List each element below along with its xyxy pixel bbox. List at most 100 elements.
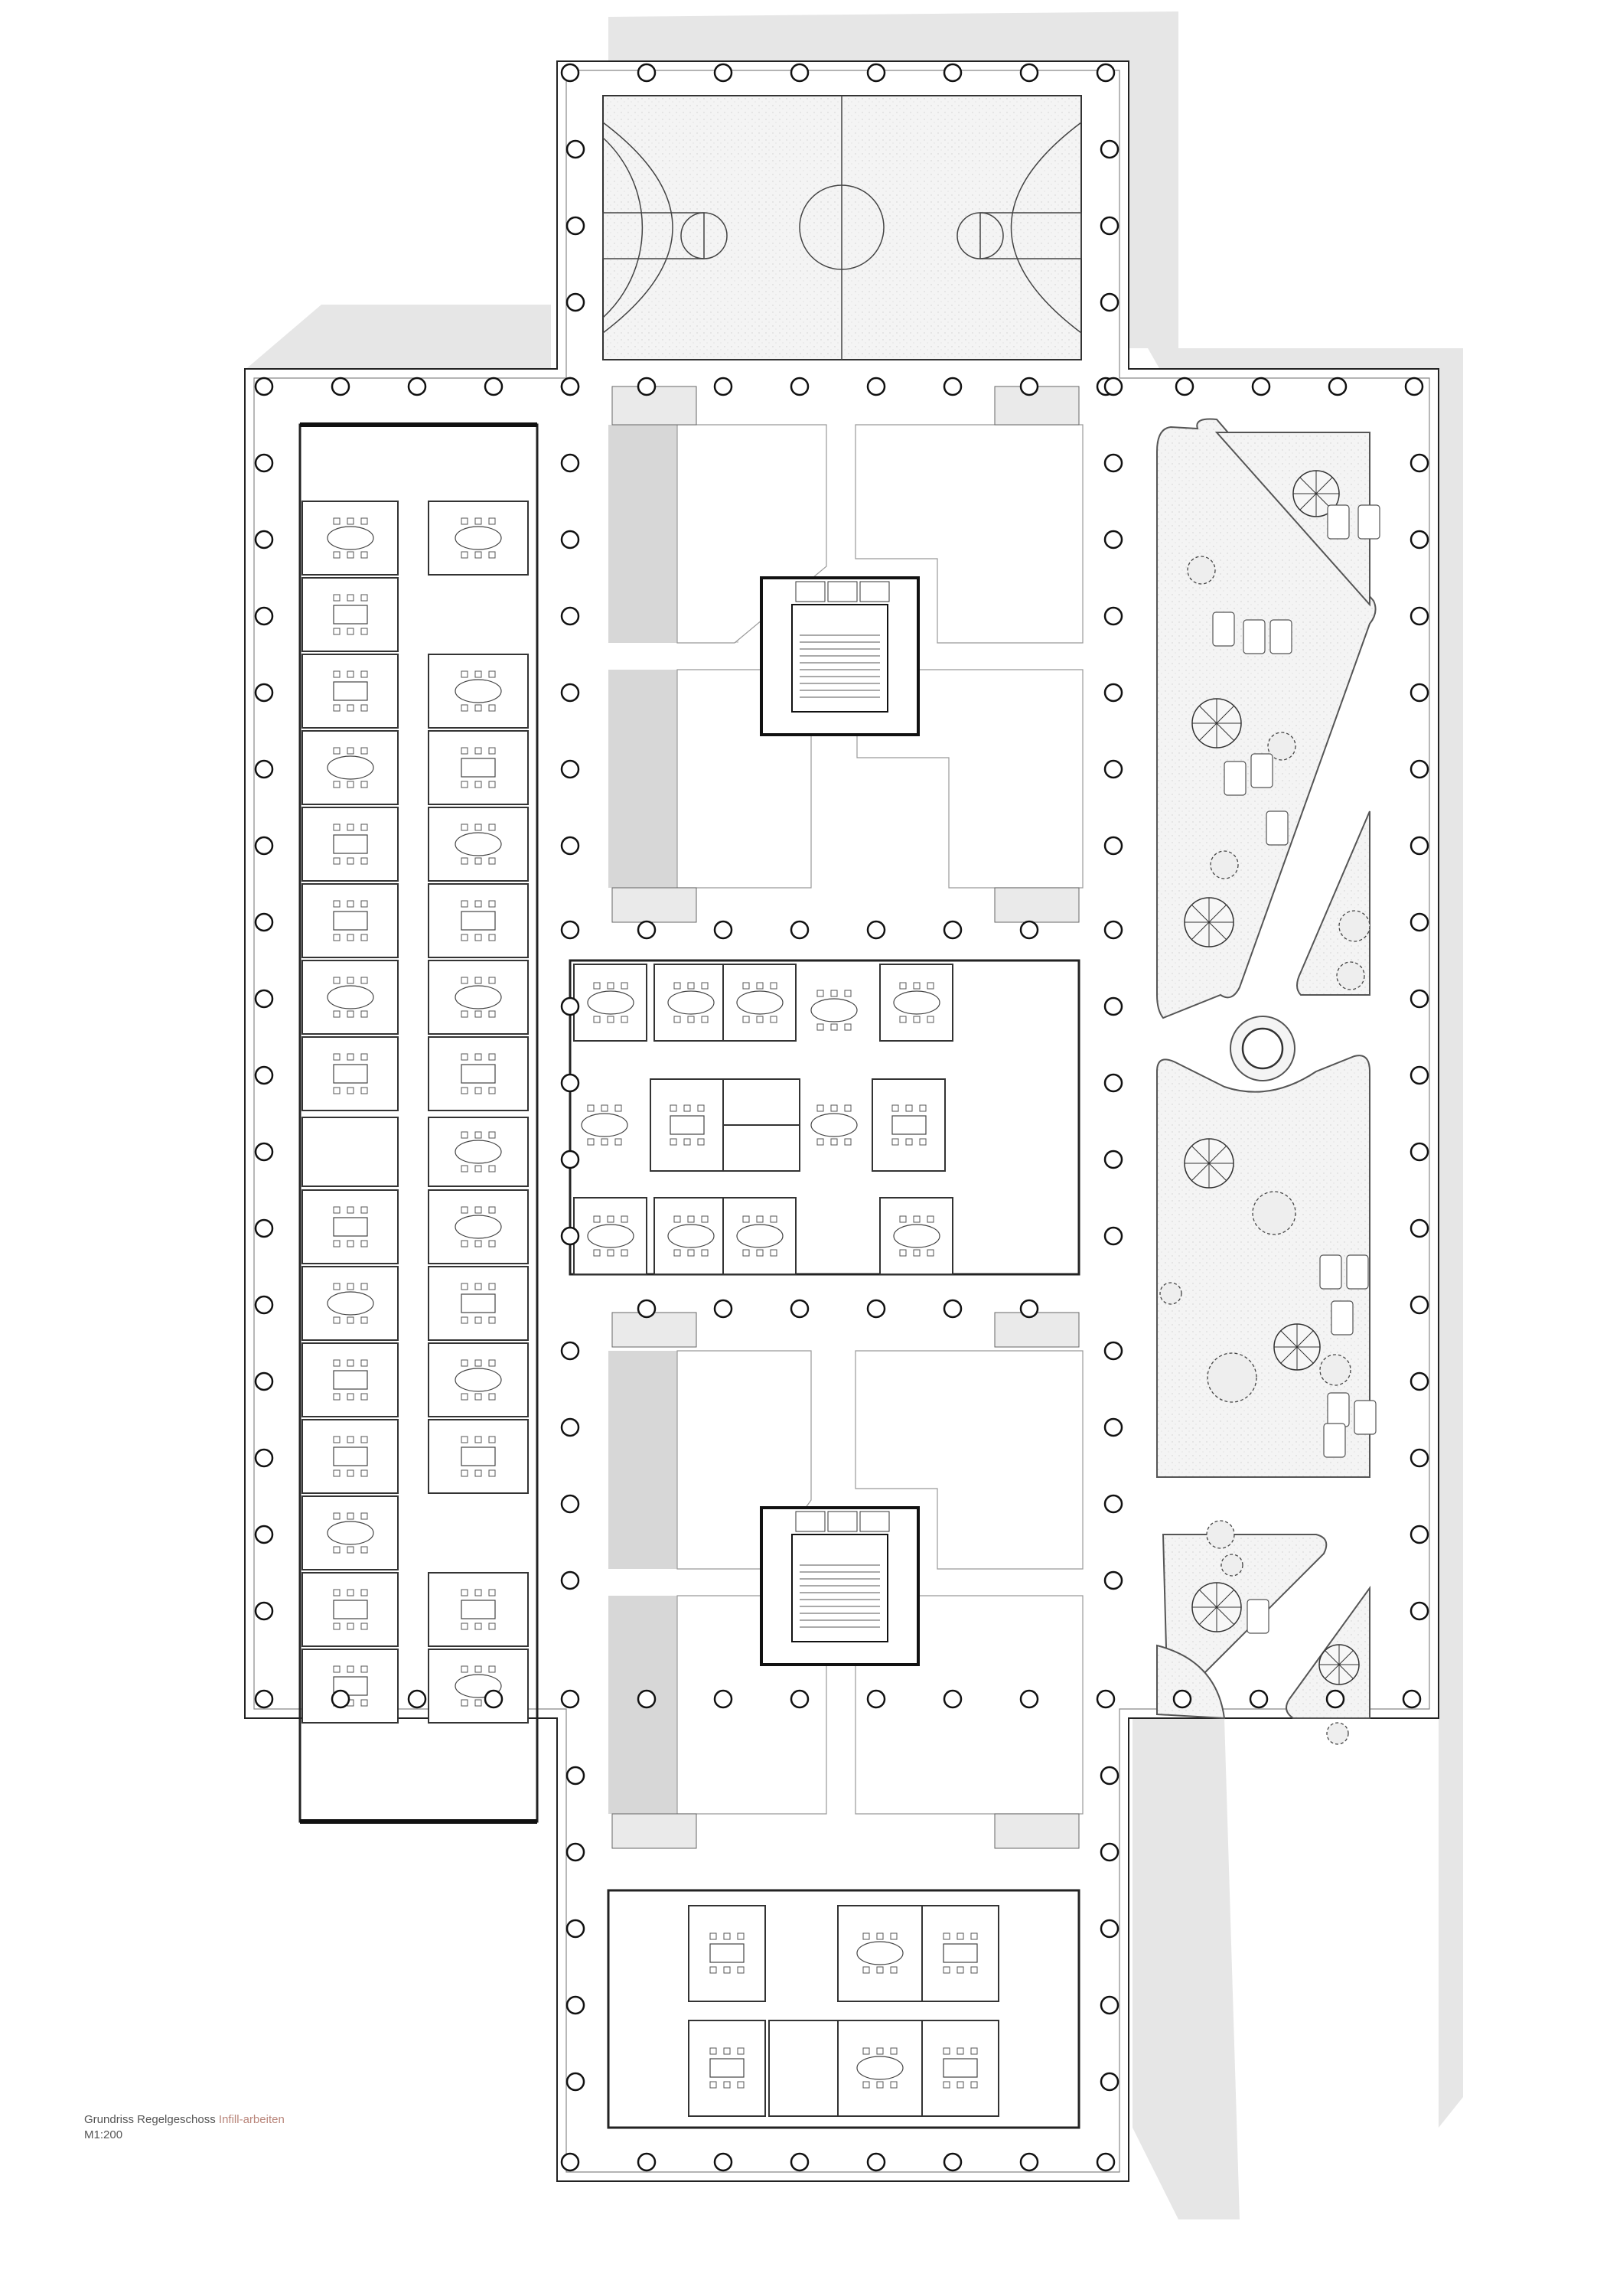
chair: [899, 1215, 907, 1223]
chair: [461, 900, 468, 908]
chair: [347, 670, 354, 678]
chair: [347, 1393, 354, 1401]
table: [455, 1140, 502, 1164]
office-room: [301, 1419, 399, 1494]
column: [560, 1417, 580, 1437]
chair: [970, 1966, 978, 1974]
chair: [687, 1215, 695, 1223]
elevator: [859, 1511, 890, 1532]
chair: [333, 704, 341, 712]
garden-furniture: [1159, 470, 1380, 1745]
chair: [333, 1546, 341, 1554]
column: [713, 1299, 733, 1319]
chair: [333, 1053, 341, 1061]
umbrella-rib: [1191, 1163, 1210, 1181]
column: [560, 453, 580, 473]
chair: [593, 1249, 601, 1257]
chair: [360, 704, 368, 712]
chair: [673, 1249, 681, 1257]
chair: [488, 934, 496, 941]
desk: [333, 1446, 368, 1466]
umbrella-rib: [1199, 706, 1217, 724]
chair: [673, 1016, 681, 1023]
meeting-room: [837, 1905, 923, 2002]
chair: [347, 1316, 354, 1324]
column: [254, 453, 274, 473]
chair: [333, 628, 341, 635]
table: [455, 1674, 502, 1698]
chair: [830, 1138, 838, 1146]
chair: [461, 1665, 468, 1673]
chair: [333, 1240, 341, 1247]
office-room: [428, 730, 529, 805]
office-room: [428, 1266, 529, 1341]
column: [254, 1448, 274, 1468]
tree: [1326, 1722, 1349, 1745]
chair: [347, 1469, 354, 1477]
chair: [488, 1665, 496, 1673]
office-room: [428, 883, 529, 958]
chair: [461, 1240, 468, 1247]
chair: [488, 781, 496, 788]
umbrella-rib: [1216, 706, 1234, 724]
chair: [943, 2081, 950, 2089]
column: [1410, 912, 1429, 932]
tree: [1210, 850, 1239, 879]
chair: [687, 982, 695, 990]
table: [327, 755, 374, 780]
chair: [816, 1023, 824, 1031]
column: [943, 63, 963, 83]
column: [565, 1995, 585, 2015]
umbrella-rib: [1208, 1163, 1227, 1181]
chair: [830, 1104, 838, 1112]
column: [560, 1341, 580, 1361]
chair: [770, 1016, 777, 1023]
umbrella-rib: [1338, 1664, 1354, 1679]
table: [587, 990, 634, 1015]
meeting-room: [573, 964, 647, 1042]
office-room: [301, 883, 399, 958]
chair: [488, 1240, 496, 1247]
column: [254, 989, 274, 1009]
meeting-room: [653, 1197, 728, 1275]
chair: [737, 1932, 745, 1940]
table: [327, 526, 374, 550]
column: [1019, 63, 1039, 83]
desk: [333, 1600, 368, 1619]
column: [1096, 2152, 1116, 2172]
chair: [333, 1469, 341, 1477]
chair: [670, 1104, 677, 1112]
office-room: [428, 654, 529, 729]
chair: [488, 900, 496, 908]
chair: [756, 982, 764, 990]
lounger: [1327, 1392, 1350, 1427]
chair: [709, 1966, 717, 1974]
chair: [333, 1010, 341, 1018]
office-room: [428, 1649, 529, 1724]
column: [790, 1299, 810, 1319]
chair: [347, 1589, 354, 1596]
chair: [347, 823, 354, 831]
table: [736, 1224, 784, 1248]
chair: [333, 977, 341, 984]
column: [484, 1689, 504, 1709]
table: [455, 679, 502, 703]
chair: [461, 1206, 468, 1214]
chair: [876, 1966, 884, 1974]
column: [1100, 2072, 1119, 2092]
drawing-title: Grundriss Regelgeschoss: [84, 2113, 216, 2126]
chair: [770, 982, 777, 990]
chair: [943, 1932, 950, 1940]
chair: [347, 857, 354, 865]
chair: [488, 977, 496, 984]
chair: [587, 1104, 595, 1112]
chair: [360, 1665, 368, 1673]
column: [1175, 377, 1194, 396]
chair: [488, 1436, 496, 1443]
office-room: [428, 501, 529, 576]
chair: [360, 551, 368, 559]
office-room: [301, 501, 399, 576]
chair: [474, 1316, 482, 1324]
chair: [333, 934, 341, 941]
